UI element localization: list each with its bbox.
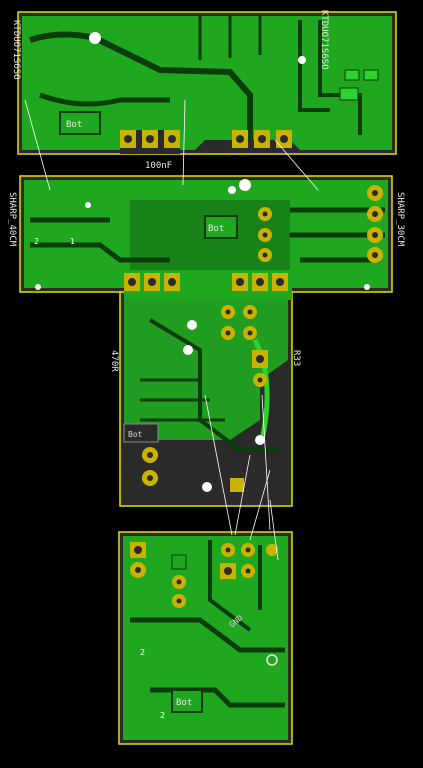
via-hole bbox=[183, 345, 193, 355]
pad-number-label: 2 bbox=[160, 711, 165, 720]
pad-number-label: 2 bbox=[34, 237, 39, 246]
mid-component-pads bbox=[142, 207, 272, 492]
pad-number-label: 2 bbox=[140, 648, 145, 657]
mid-left-ref-label: 470R bbox=[109, 350, 119, 372]
top-left-bot-label: Bot bbox=[66, 120, 82, 130]
lower-bot-label: Bot bbox=[128, 430, 143, 439]
mid-bot-label: Bot bbox=[208, 224, 224, 234]
top-board: Bot KTDUO71S6SO KTDUO71S6SO 100nF bbox=[11, 10, 397, 171]
top-left-ref-label: KTDUO71S6SO bbox=[11, 20, 21, 80]
via-hole bbox=[239, 179, 251, 191]
mid-header-left bbox=[124, 273, 180, 291]
bottom-bot-label: Bot bbox=[176, 698, 192, 708]
bottom-board: Bot GND 2 2 bbox=[118, 531, 293, 745]
mid-header-right bbox=[232, 273, 288, 291]
right-sensor-pads bbox=[367, 185, 383, 263]
via-hole bbox=[187, 320, 197, 330]
ratsnest-lines bbox=[24, 99, 319, 561]
top-header-right bbox=[232, 130, 292, 148]
top-header-left bbox=[120, 130, 180, 148]
middle-board: Bot Bot SHARP_40CM SHARP_30CM R33 470R 2… bbox=[7, 175, 405, 507]
left-sensor-label: SHARP_40CM bbox=[7, 192, 17, 247]
top-right-ref-label: KTDUO71S6SO bbox=[319, 10, 329, 70]
bottom-layer-marker bbox=[123, 423, 159, 443]
bottom-layer-marker bbox=[171, 689, 203, 713]
bottom-layer-marker bbox=[204, 215, 238, 239]
via-hole bbox=[298, 56, 306, 64]
via-hole bbox=[202, 482, 212, 492]
mid-right-ref-label: R33 bbox=[291, 350, 301, 366]
right-sensor-label: SHARP_30CM bbox=[395, 192, 405, 247]
pad-number-label: 1 bbox=[70, 237, 75, 246]
via-hole bbox=[89, 32, 101, 44]
bottom-layer-marker bbox=[59, 111, 101, 135]
via-hole bbox=[255, 435, 265, 445]
via-hole bbox=[228, 186, 236, 194]
bottom-pads bbox=[130, 542, 278, 666]
cap-value-label: 100nF bbox=[145, 161, 172, 171]
